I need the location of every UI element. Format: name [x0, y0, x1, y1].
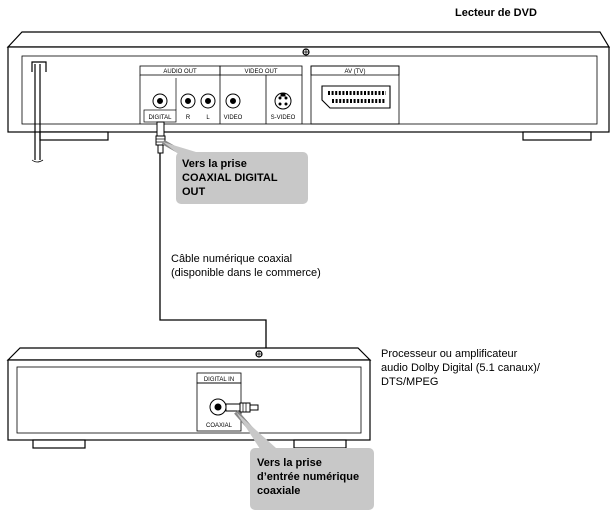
- digital-in-label: DIGITAL IN: [204, 377, 234, 383]
- processor-desc-line3: DTS/MPEG: [381, 376, 438, 388]
- output-header: [139, 65, 303, 124]
- callout-top-line1: Vers la prise: [182, 158, 247, 170]
- audio-l-jack: [200, 93, 216, 109]
- av-tv-label: AV (TV): [345, 69, 366, 75]
- power-cord: [31, 61, 47, 163]
- scart-connector: [310, 65, 400, 125]
- callout-top: [161, 139, 308, 204]
- video-jack: [225, 93, 241, 109]
- callout-bottom-line3: coaxiale: [257, 485, 300, 497]
- cable-label-line2: (disponible dans le commerce): [171, 267, 321, 279]
- l-label: L: [206, 115, 210, 121]
- video-out-label: VIDEO OUT: [244, 69, 277, 75]
- coaxial-plug-top: [155, 121, 166, 154]
- callout-bottom-line1: Vers la prise: [257, 457, 322, 469]
- audio-r-jack: [180, 93, 196, 109]
- digital-label: DIGITAL: [149, 115, 173, 121]
- processor-desc-line2: audio Dolby Digital (5.1 canaux)/: [381, 362, 541, 374]
- coaxial-label: COAXIAL: [206, 423, 233, 429]
- callout-top-line2: COAXIAL DIGITAL: [182, 172, 278, 184]
- processor-desc-line1: Processeur ou amplificateur: [381, 348, 518, 360]
- video-label: VIDEO: [224, 115, 243, 121]
- dvd-player: [6, 31, 611, 141]
- cable-label-line1: Câble numérique coaxial: [171, 253, 292, 265]
- processor-unit: [6, 347, 372, 449]
- callout-bottom: [234, 410, 374, 510]
- r-label: R: [186, 115, 191, 121]
- callout-top-line3: OUT: [182, 186, 206, 198]
- svideo-label: S-VIDEO: [271, 115, 296, 121]
- callout-bottom-line2: d’entrée numérique: [257, 471, 359, 483]
- coaxial-plug-bottom: [225, 402, 259, 413]
- dvd-player-title: Lecteur de DVD: [455, 7, 537, 19]
- svideo-jack: [274, 92, 292, 110]
- audio-out-label: AUDIO OUT: [163, 69, 197, 75]
